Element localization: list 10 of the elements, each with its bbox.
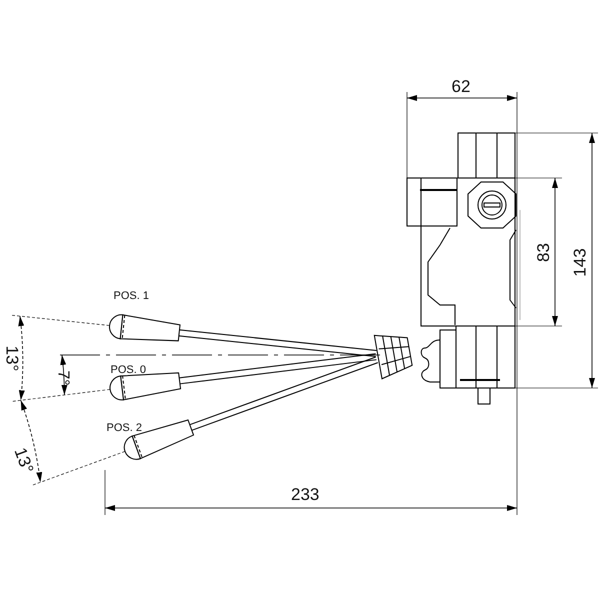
dimension-value: 62 — [452, 78, 470, 94]
dimension-value: 83 — [534, 242, 552, 262]
angle-value: 13° — [3, 345, 20, 371]
dimension-value: 233 — [291, 486, 320, 502]
position-label: POS. 1 — [114, 290, 149, 302]
position-label: POS. 0 — [110, 364, 146, 376]
angle-value: 13° — [11, 445, 36, 475]
angle-value: 7° — [54, 370, 70, 386]
dimension-value: 143 — [572, 248, 589, 276]
position-label: POS. 2 — [106, 422, 142, 434]
